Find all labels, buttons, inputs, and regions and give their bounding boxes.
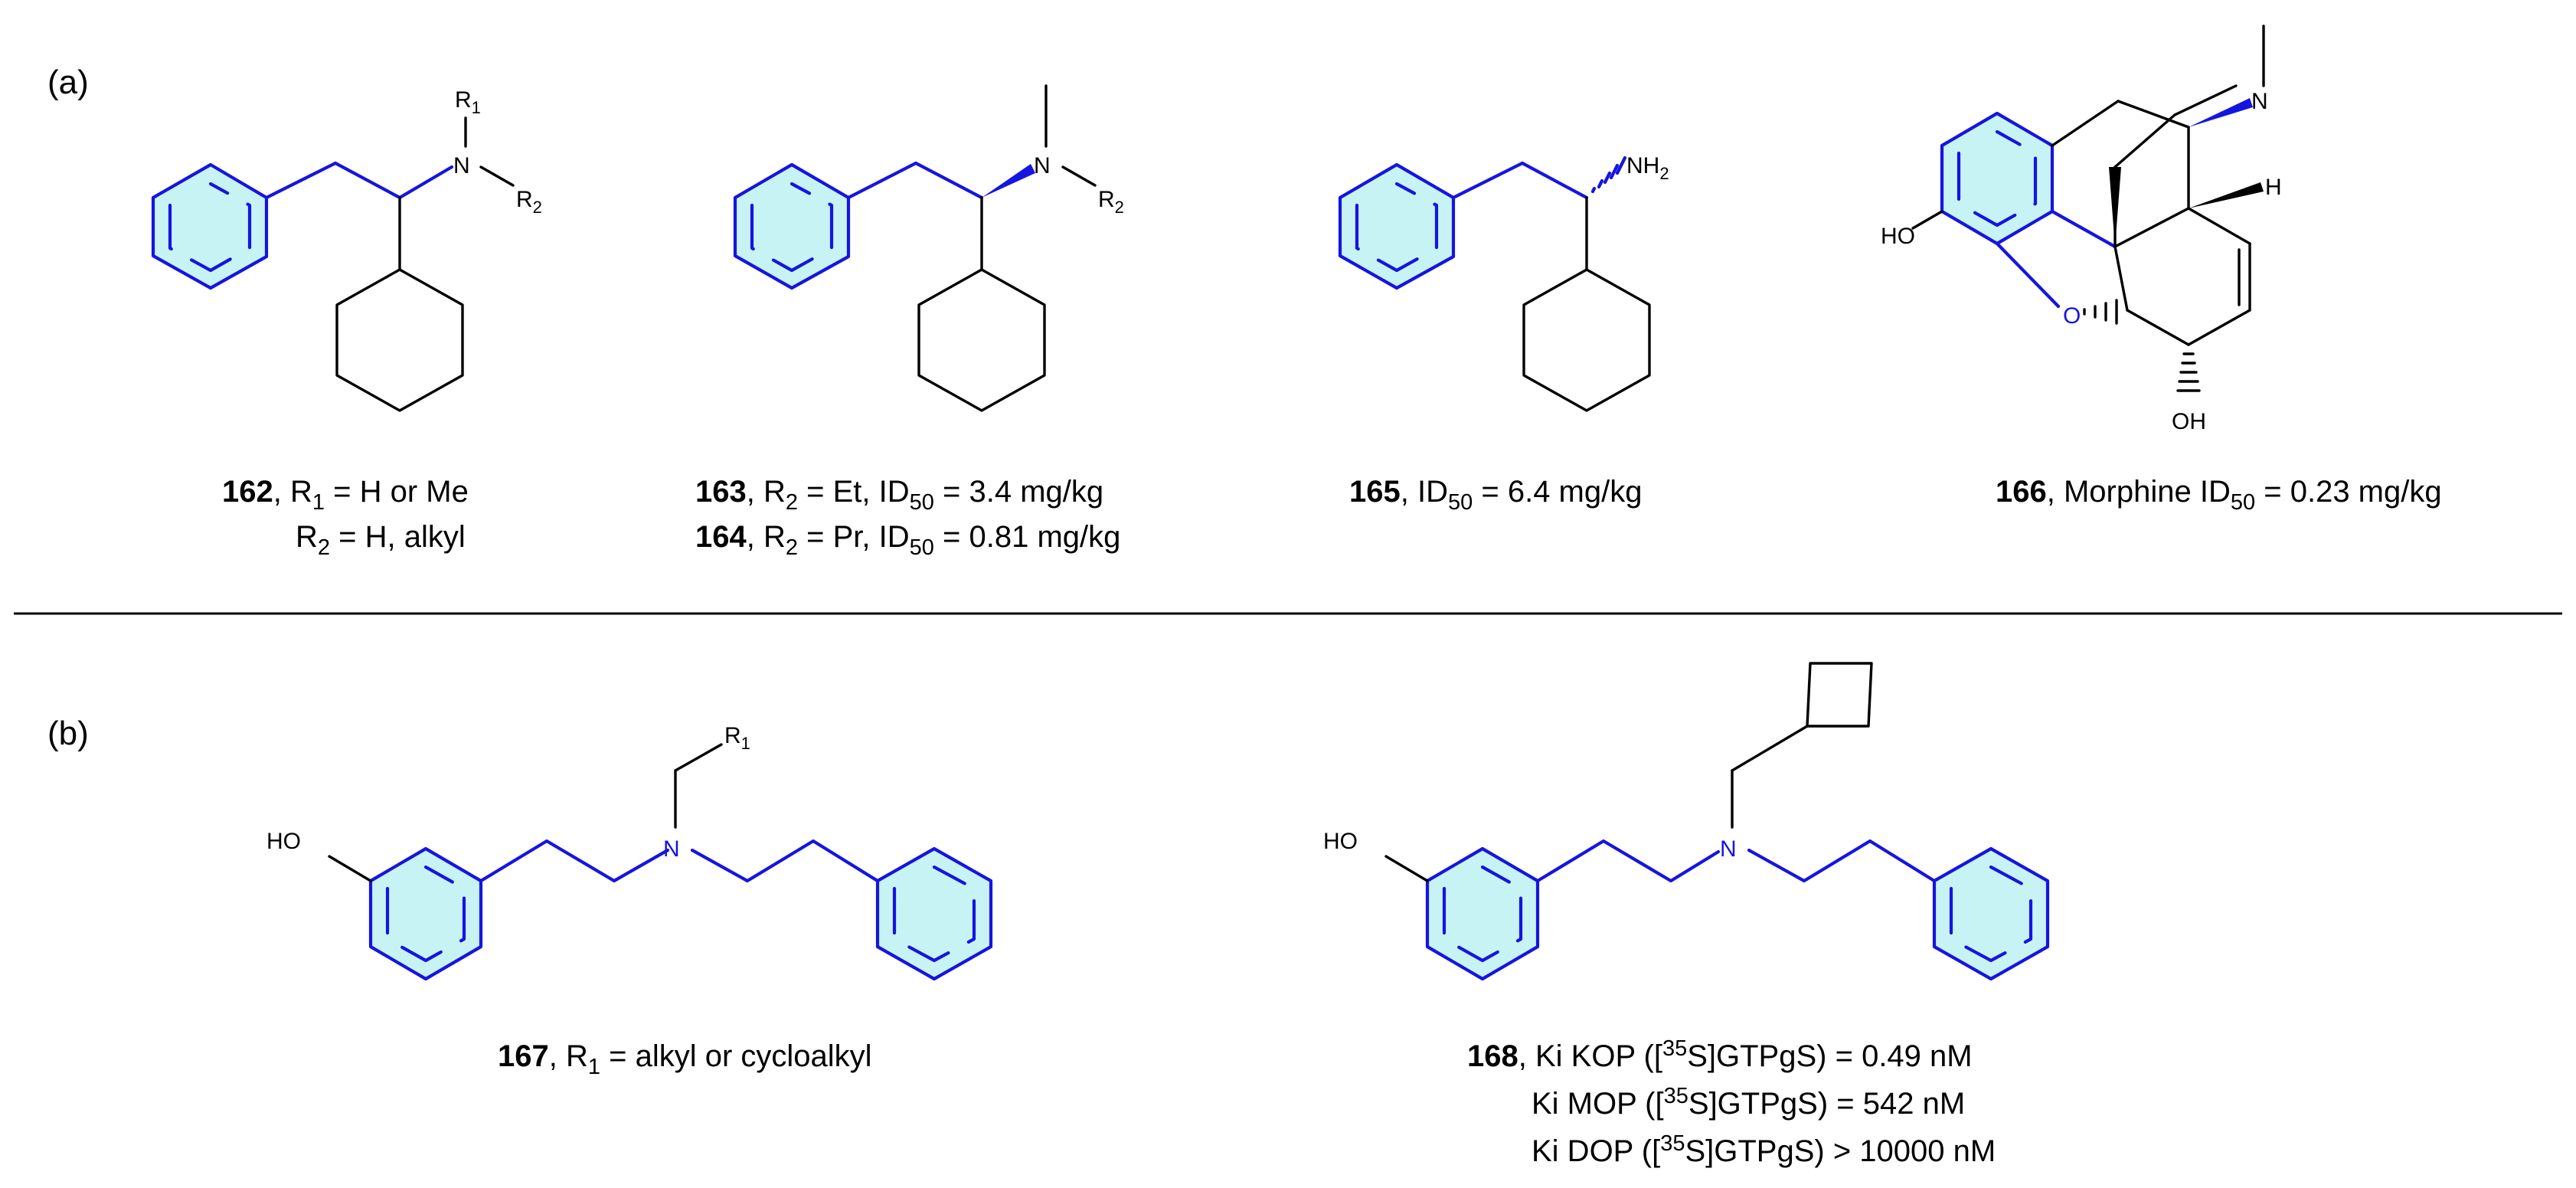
atom-n: N	[1720, 836, 1737, 862]
panel-b-label: (b)	[47, 715, 89, 752]
wedge-bond	[2189, 98, 2253, 127]
bond	[914, 161, 984, 200]
atom-r2: R2	[516, 187, 542, 217]
panel-a-label: (a)	[47, 64, 89, 101]
atom-oh: OH	[2172, 409, 2206, 434]
structure-163-164: N R2	[733, 84, 1124, 412]
bond	[2050, 209, 2117, 249]
structure-162: N R1 R2	[151, 87, 542, 412]
aromatic-inner-bonds	[1355, 182, 1439, 273]
caption-162-line1: 162, R1 = H or Me	[222, 475, 469, 515]
ethyl-chain	[479, 839, 670, 883]
caption-162-line2: R2 = H, alkyl	[296, 520, 466, 560]
hash-bond	[2083, 299, 2118, 325]
ethyl-chain	[1747, 839, 1937, 883]
benzene-ring	[1338, 162, 1456, 290]
bond	[846, 161, 918, 200]
caption-164: 164, R2 = Pr, ID50 = 0.81 mg/kg	[695, 520, 1120, 560]
caption-163: 163, R2 = Et, ID50 = 3.4 mg/kg	[695, 475, 1103, 515]
bond	[1995, 241, 2061, 309]
caption-165: 165, ID50 = 6.4 mg/kg	[1349, 475, 1642, 515]
wedge-bond	[982, 164, 1035, 198]
bond	[333, 161, 402, 200]
caption-168-line2: Ki MOP ([35S]GTPgS) = 542 nM	[1532, 1084, 1965, 1121]
atom-r2: R2	[1098, 187, 1124, 217]
cyclohexane-ring	[1522, 268, 1651, 412]
atom-n: N	[663, 836, 680, 862]
benzene-ring	[733, 162, 851, 290]
bond	[2113, 245, 2129, 312]
aromatic-inner-bonds	[892, 865, 976, 963]
bond	[1731, 725, 1809, 772]
bond	[2173, 84, 2238, 116]
structure-166-morphine: HO O OH	[1881, 25, 2282, 434]
bond	[328, 855, 372, 882]
atom-n: N	[1034, 153, 1051, 178]
bond	[264, 161, 338, 200]
bond	[1061, 165, 1097, 187]
bond	[674, 743, 723, 772]
bond	[1520, 161, 1589, 200]
atom-ho: HO	[1323, 829, 1358, 854]
bond	[2113, 113, 2176, 169]
caption-167: 167, R1 = alkyl or cycloalkyl	[498, 1039, 872, 1079]
cyclohexane-ring	[917, 268, 1046, 412]
ethyl-chain	[1535, 839, 1721, 883]
bond	[479, 165, 515, 187]
structure-168: HO N	[1323, 662, 2050, 981]
atom-nh2: NH2	[1626, 153, 1669, 183]
atom-n: N	[2251, 89, 2268, 114]
aromatic-inner-bonds	[1957, 129, 2038, 227]
bond	[1384, 855, 1429, 882]
atom-r1: R1	[455, 87, 481, 117]
cyclohexane-ring	[335, 268, 464, 412]
hash-bond	[2176, 352, 2201, 392]
aromatic-inner-bonds	[385, 865, 466, 963]
atom-n: N	[453, 153, 470, 178]
caption-168-line3: Ki DOP ([35S]GTPgS) > 10000 nM	[1532, 1131, 1996, 1168]
cyclobutane-ring	[1806, 662, 1873, 728]
caption-166: 166, Morphine ID50 = 0.23 mg/kg	[1996, 475, 2442, 515]
aromatic-inner-bonds	[750, 182, 834, 273]
aromatic-inner-bonds	[168, 182, 252, 273]
bond	[2187, 309, 2251, 346]
bond	[2113, 207, 2190, 248]
atom-ho: HO	[266, 829, 301, 854]
atom-h: H	[2265, 175, 2282, 200]
benzene-ring	[151, 162, 269, 290]
aromatic-inner-bonds	[1442, 865, 1523, 963]
ethyl-chain	[690, 839, 880, 883]
atom-r1: R1	[724, 723, 750, 753]
atom-o: O	[2063, 303, 2081, 329]
atom-ho: HO	[1881, 224, 1915, 249]
hash-bond	[1590, 155, 1627, 194]
bond	[2126, 309, 2190, 346]
wedge-bond	[2109, 167, 2121, 247]
caption-168-line1: 168, Ki KOP ([35S]GTPgS) = 0.49 nM	[1467, 1036, 1973, 1073]
wedge-bond	[2189, 182, 2264, 208]
bond	[397, 165, 454, 200]
bond	[2187, 207, 2251, 245]
structure-165: NH2	[1338, 153, 1669, 412]
structure-167: HO N R1	[266, 723, 993, 981]
bond	[2051, 100, 2120, 147]
bond	[2117, 100, 2190, 129]
aromatic-inner-bonds	[1949, 865, 2033, 963]
bond	[1451, 161, 1525, 200]
bond	[1911, 210, 1943, 230]
